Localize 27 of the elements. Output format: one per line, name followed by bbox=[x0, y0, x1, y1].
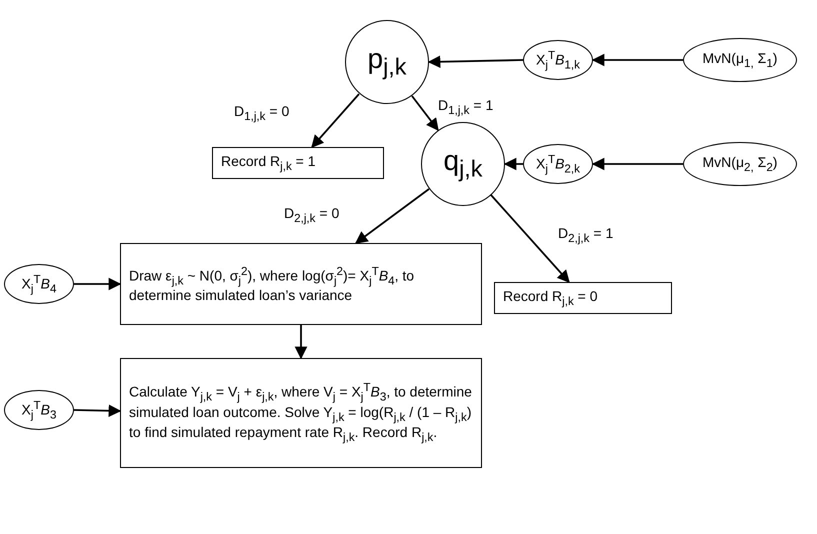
ellipse-node: MvN(μ$_{2,}$ Σ$_{2}$) bbox=[683, 142, 797, 186]
arrow bbox=[294, 325, 308, 360]
arrow bbox=[74, 278, 122, 290]
arrow bbox=[411, 95, 439, 131]
circle-node: q$_{j,k}$ bbox=[421, 122, 505, 206]
arrow bbox=[354, 188, 430, 244]
edge-label: D$_{1,j,k}$ = 1 bbox=[436, 98, 496, 118]
arrow bbox=[74, 404, 122, 418]
process-box: Record R$_{j,k}$ = 0 bbox=[494, 282, 672, 314]
ellipse-node: MvN(μ$_{1,}$ Σ$_{1}$) bbox=[683, 38, 797, 82]
circle-node: p$_{j,k}$ bbox=[345, 20, 429, 104]
edge-label: D$_{2,j,k}$ = 0 bbox=[282, 206, 342, 226]
arrow bbox=[504, 158, 523, 170]
process-box: Record R$_{j,k}$ = 1 bbox=[212, 147, 384, 179]
ellipse-node: X$_{j}$$^{T}$B$_{2,k}$ bbox=[523, 144, 593, 184]
edge-label: D$_{1,j,k}$ = 0 bbox=[232, 104, 292, 124]
ellipse-node: X$_{j}$$^{T}$B$_{1,k}$ bbox=[523, 40, 593, 80]
arrow bbox=[592, 158, 683, 170]
arrow bbox=[311, 93, 360, 148]
arrow bbox=[592, 54, 683, 66]
ellipse-node: X$_{j}$$^{T}$B$_{4}$ bbox=[4, 264, 74, 304]
process-box: Calculate Y$_{j,k}$ = V$_{j}$ + ε$_{j,k}$, where V$_{j}$ = X$_{j}$$^{T}$B$_{3}$, to determine simulated loan outcome. Solve Y$_{j,k}$ = log(R$_{j,k}$ / (1 – R$_{j,k}$) to find simulated repayment rate R$_{j,k}$. Record R$_{j,k}$. bbox=[120, 358, 482, 468]
ellipse-node: X$_{j}$$^{T}$B$_{3}$ bbox=[4, 390, 74, 430]
process-box: Draw ε$_{j,k}$ ~ N(0, σ$_{j}$$^{2}$), where log(σ$_{j}$$^{2}$)= X$_{j}$$^{T}$B$_{4}$, to determine simulated loan’s variance bbox=[120, 243, 482, 325]
arrow bbox=[428, 55, 524, 68]
arrow bbox=[490, 194, 570, 283]
edge-label: D$_{2,j,k}$ = 1 bbox=[556, 226, 616, 246]
